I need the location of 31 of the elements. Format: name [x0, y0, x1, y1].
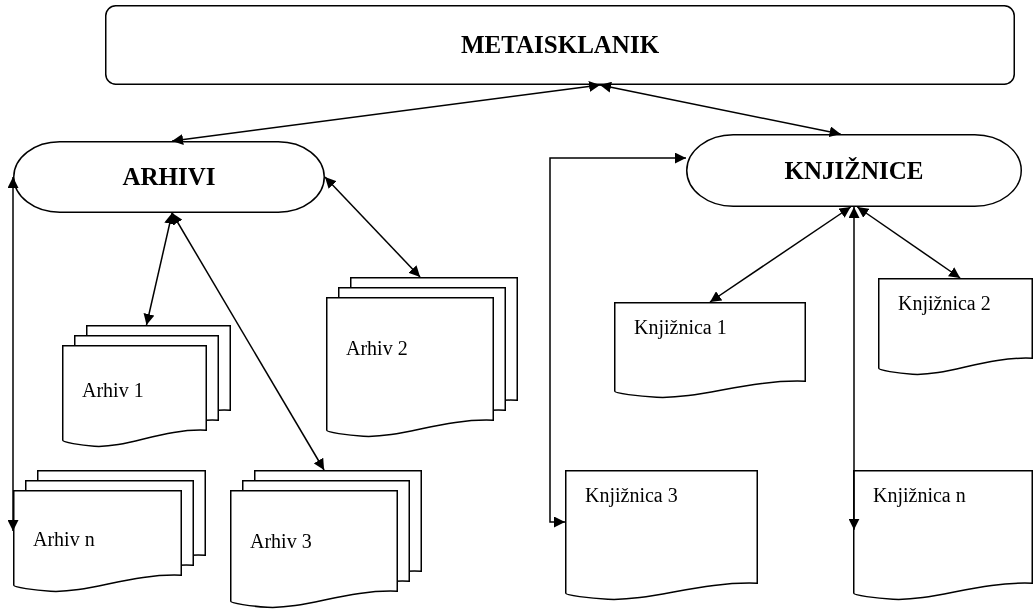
document-shape	[878, 278, 1033, 375]
document-stack	[326, 277, 518, 437]
node-label: Knjižnica 2	[898, 292, 991, 315]
node-label: Knjižnica n	[873, 484, 966, 507]
node-label: KNJIŽNICE	[784, 156, 924, 185]
arrow	[171, 80, 601, 146]
arrow	[709, 206, 852, 303]
document-stack	[62, 325, 231, 447]
node-label: ARHIVI	[122, 163, 216, 191]
document-shape	[853, 470, 1033, 600]
arrow	[171, 212, 325, 471]
node-label: Knjižnica 3	[585, 484, 678, 507]
terminal-shape	[13, 141, 325, 213]
node-label: Arhiv n	[33, 528, 95, 551]
arrow	[848, 206, 860, 531]
arrow	[599, 81, 842, 138]
document-stack	[230, 470, 422, 608]
node-label: METAISKLANIK	[460, 31, 660, 59]
arrow	[856, 206, 961, 279]
arrow	[7, 176, 19, 532]
node-label: Arhiv 1	[82, 379, 144, 402]
rounded-box	[105, 5, 1015, 85]
node-label: Knjižnica 1	[634, 316, 727, 339]
arrow	[324, 176, 421, 278]
node-label: Arhiv 3	[250, 530, 312, 553]
document-shape	[614, 302, 806, 398]
arrow	[549, 152, 687, 528]
node-label: Arhiv 2	[346, 337, 408, 360]
arrow	[143, 212, 176, 326]
document-shape	[565, 470, 758, 600]
document-stack	[13, 470, 206, 592]
